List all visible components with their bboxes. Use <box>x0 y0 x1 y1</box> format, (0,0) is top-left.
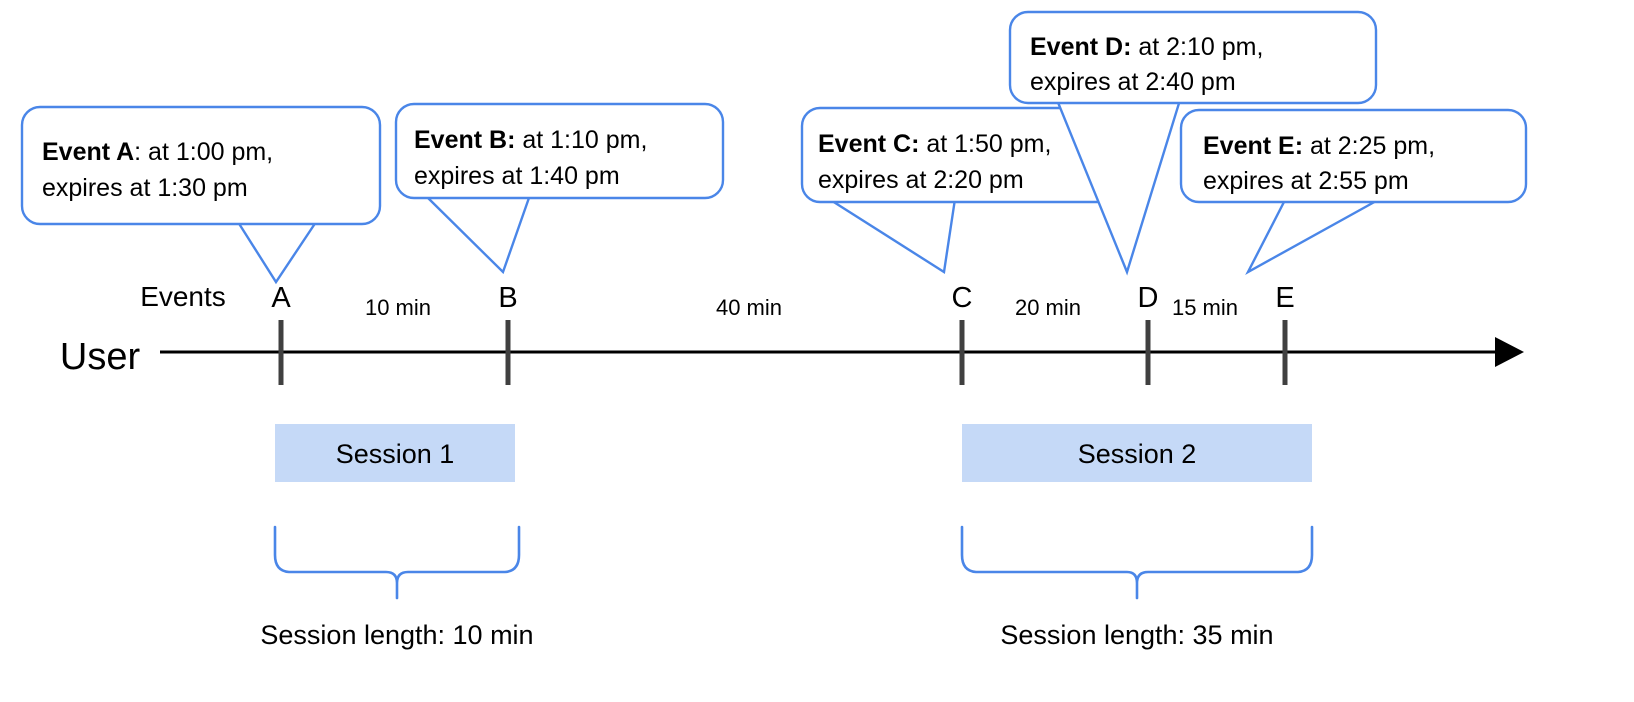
callout-c-tail <box>824 197 957 275</box>
callout-event-e[interactable]: Event E: at 2:25 pm, expires at 2:55 pm <box>1179 108 1528 275</box>
tick-label-a: A <box>271 282 291 314</box>
session-2-bar[interactable] <box>962 424 1312 482</box>
callout-event-d[interactable]: Event D: at 2:10 pm, expires at 2:40 pm <box>1008 10 1378 276</box>
session-2-brace <box>960 525 1314 600</box>
gap-label-d-e: 15 min <box>1172 295 1238 320</box>
callout-e-tail <box>1245 198 1383 275</box>
gap-label-a-b: 10 min <box>365 295 431 320</box>
tick-label-c: C <box>952 282 973 314</box>
row-label-user: User <box>60 336 141 378</box>
session-1-brace <box>273 525 521 600</box>
callout-a-line2: expires at 1:30 pm <box>42 174 248 202</box>
tick-label-e: E <box>1275 282 1294 314</box>
callout-e-box <box>1179 108 1528 204</box>
callout-a-tail <box>235 220 319 285</box>
session-2-length: Session length: 35 min <box>1000 620 1273 650</box>
gap-label-b-c: 40 min <box>716 295 782 320</box>
callout-a-box <box>20 105 382 226</box>
callout-c-line1: Event C: at 1:50 pm, <box>818 130 1051 158</box>
callout-d-box <box>1008 10 1378 105</box>
session-1-group[interactable]: Session 1 Session length: 10 min <box>260 424 534 650</box>
callout-event-a[interactable]: Event A: at 1:00 pm, expires at 1:30 pm <box>20 105 382 285</box>
callout-a-line1: Event A: at 1:00 pm, <box>42 138 273 166</box>
tick-label-b: B <box>498 282 517 314</box>
tick-label-d: D <box>1138 282 1159 314</box>
session-1-length: Session length: 10 min <box>260 620 533 650</box>
session-1-label: Session 1 <box>336 439 455 469</box>
callout-e-line1: Event E: at 2:25 pm, <box>1203 132 1435 160</box>
session-2-group[interactable]: Session 2 Session length: 35 min <box>960 424 1314 650</box>
callout-b-line2: expires at 1:40 pm <box>414 162 620 190</box>
callout-b-tail <box>422 193 532 275</box>
callout-c-line2: expires at 2:20 pm <box>818 166 1024 194</box>
callout-b-line1: Event B: at 1:10 pm, <box>414 126 647 154</box>
axis-arrow-icon <box>1495 337 1524 367</box>
callout-b-box <box>394 102 725 200</box>
callout-event-c[interactable]: Event C: at 1:50 pm, expires at 2:20 pm <box>800 106 1136 275</box>
session-1-bar[interactable] <box>275 424 515 482</box>
callout-d-line1: Event D: at 2:10 pm, <box>1030 33 1263 61</box>
gap-label-c-d: 20 min <box>1015 295 1081 320</box>
row-label-events: Events <box>140 281 226 312</box>
callout-e-line2: expires at 2:55 pm <box>1203 167 1409 195</box>
callout-event-b[interactable]: Event B: at 1:10 pm, expires at 1:40 pm <box>394 102 725 275</box>
tick-group: A B C D E <box>271 282 1295 385</box>
callout-d-line2: expires at 2:40 pm <box>1030 68 1236 96</box>
session-2-label: Session 2 <box>1078 439 1197 469</box>
